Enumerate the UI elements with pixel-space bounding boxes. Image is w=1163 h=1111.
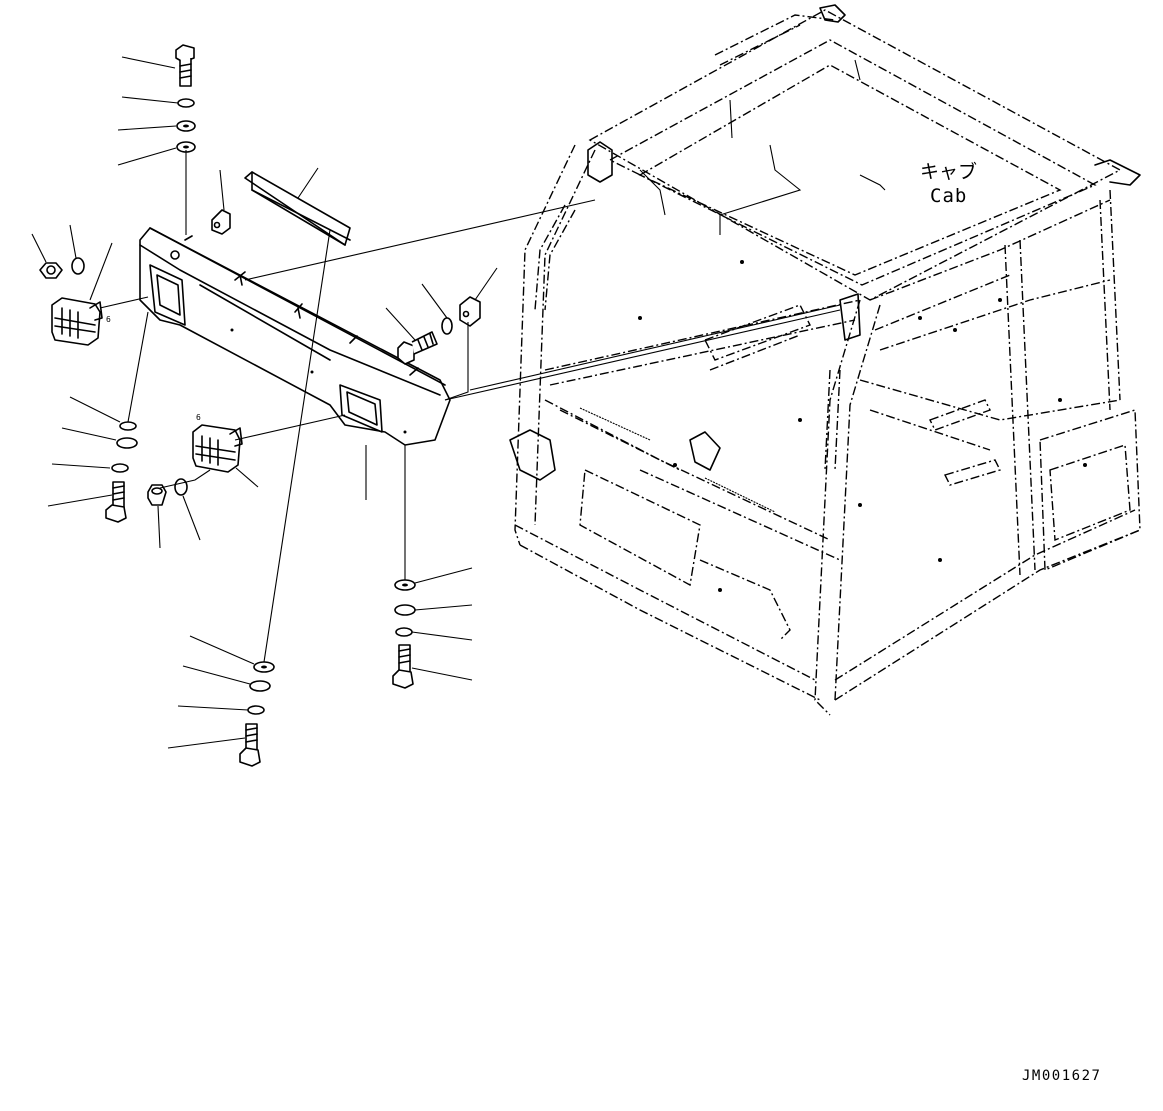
connector-tag-left: 6 bbox=[106, 315, 111, 324]
washer-mid-right bbox=[441, 317, 453, 335]
cab-label-en: Cab bbox=[930, 185, 967, 207]
bolt-bottom bbox=[239, 723, 261, 767]
work-lamp-right: 6 bbox=[192, 413, 243, 473]
nut-left bbox=[39, 262, 63, 279]
washer-bottom-3 bbox=[247, 705, 265, 715]
leader-lines bbox=[31, 56, 733, 749]
bolt-right bbox=[392, 644, 414, 689]
washer-left bbox=[71, 257, 85, 275]
work-lamp-left: 6 bbox=[51, 297, 111, 346]
washer-right-3 bbox=[395, 627, 413, 637]
washer-center bbox=[174, 478, 188, 496]
clip-right bbox=[459, 296, 481, 327]
assembly-lines bbox=[99, 150, 841, 663]
nut-center bbox=[147, 484, 167, 506]
washer-top-1 bbox=[177, 98, 195, 108]
washer-left-1 bbox=[119, 421, 137, 431]
washer-bottom-2 bbox=[249, 680, 271, 692]
clip-upper bbox=[211, 209, 231, 235]
cover-strip bbox=[244, 171, 351, 246]
drawing-id: JM001627 bbox=[1022, 1068, 1101, 1084]
washer-left-3 bbox=[111, 463, 129, 473]
bolt-left bbox=[105, 481, 127, 523]
washer-right-2 bbox=[394, 604, 416, 616]
connector-tag-right: 6 bbox=[196, 413, 201, 422]
bolt-mid-right bbox=[397, 331, 438, 365]
cab-frame bbox=[509, 4, 1141, 716]
washer-left-2 bbox=[116, 437, 138, 449]
cab-label-jp: キャブ bbox=[920, 160, 977, 183]
bolt-top bbox=[175, 44, 195, 87]
light-bracket bbox=[139, 227, 451, 446]
